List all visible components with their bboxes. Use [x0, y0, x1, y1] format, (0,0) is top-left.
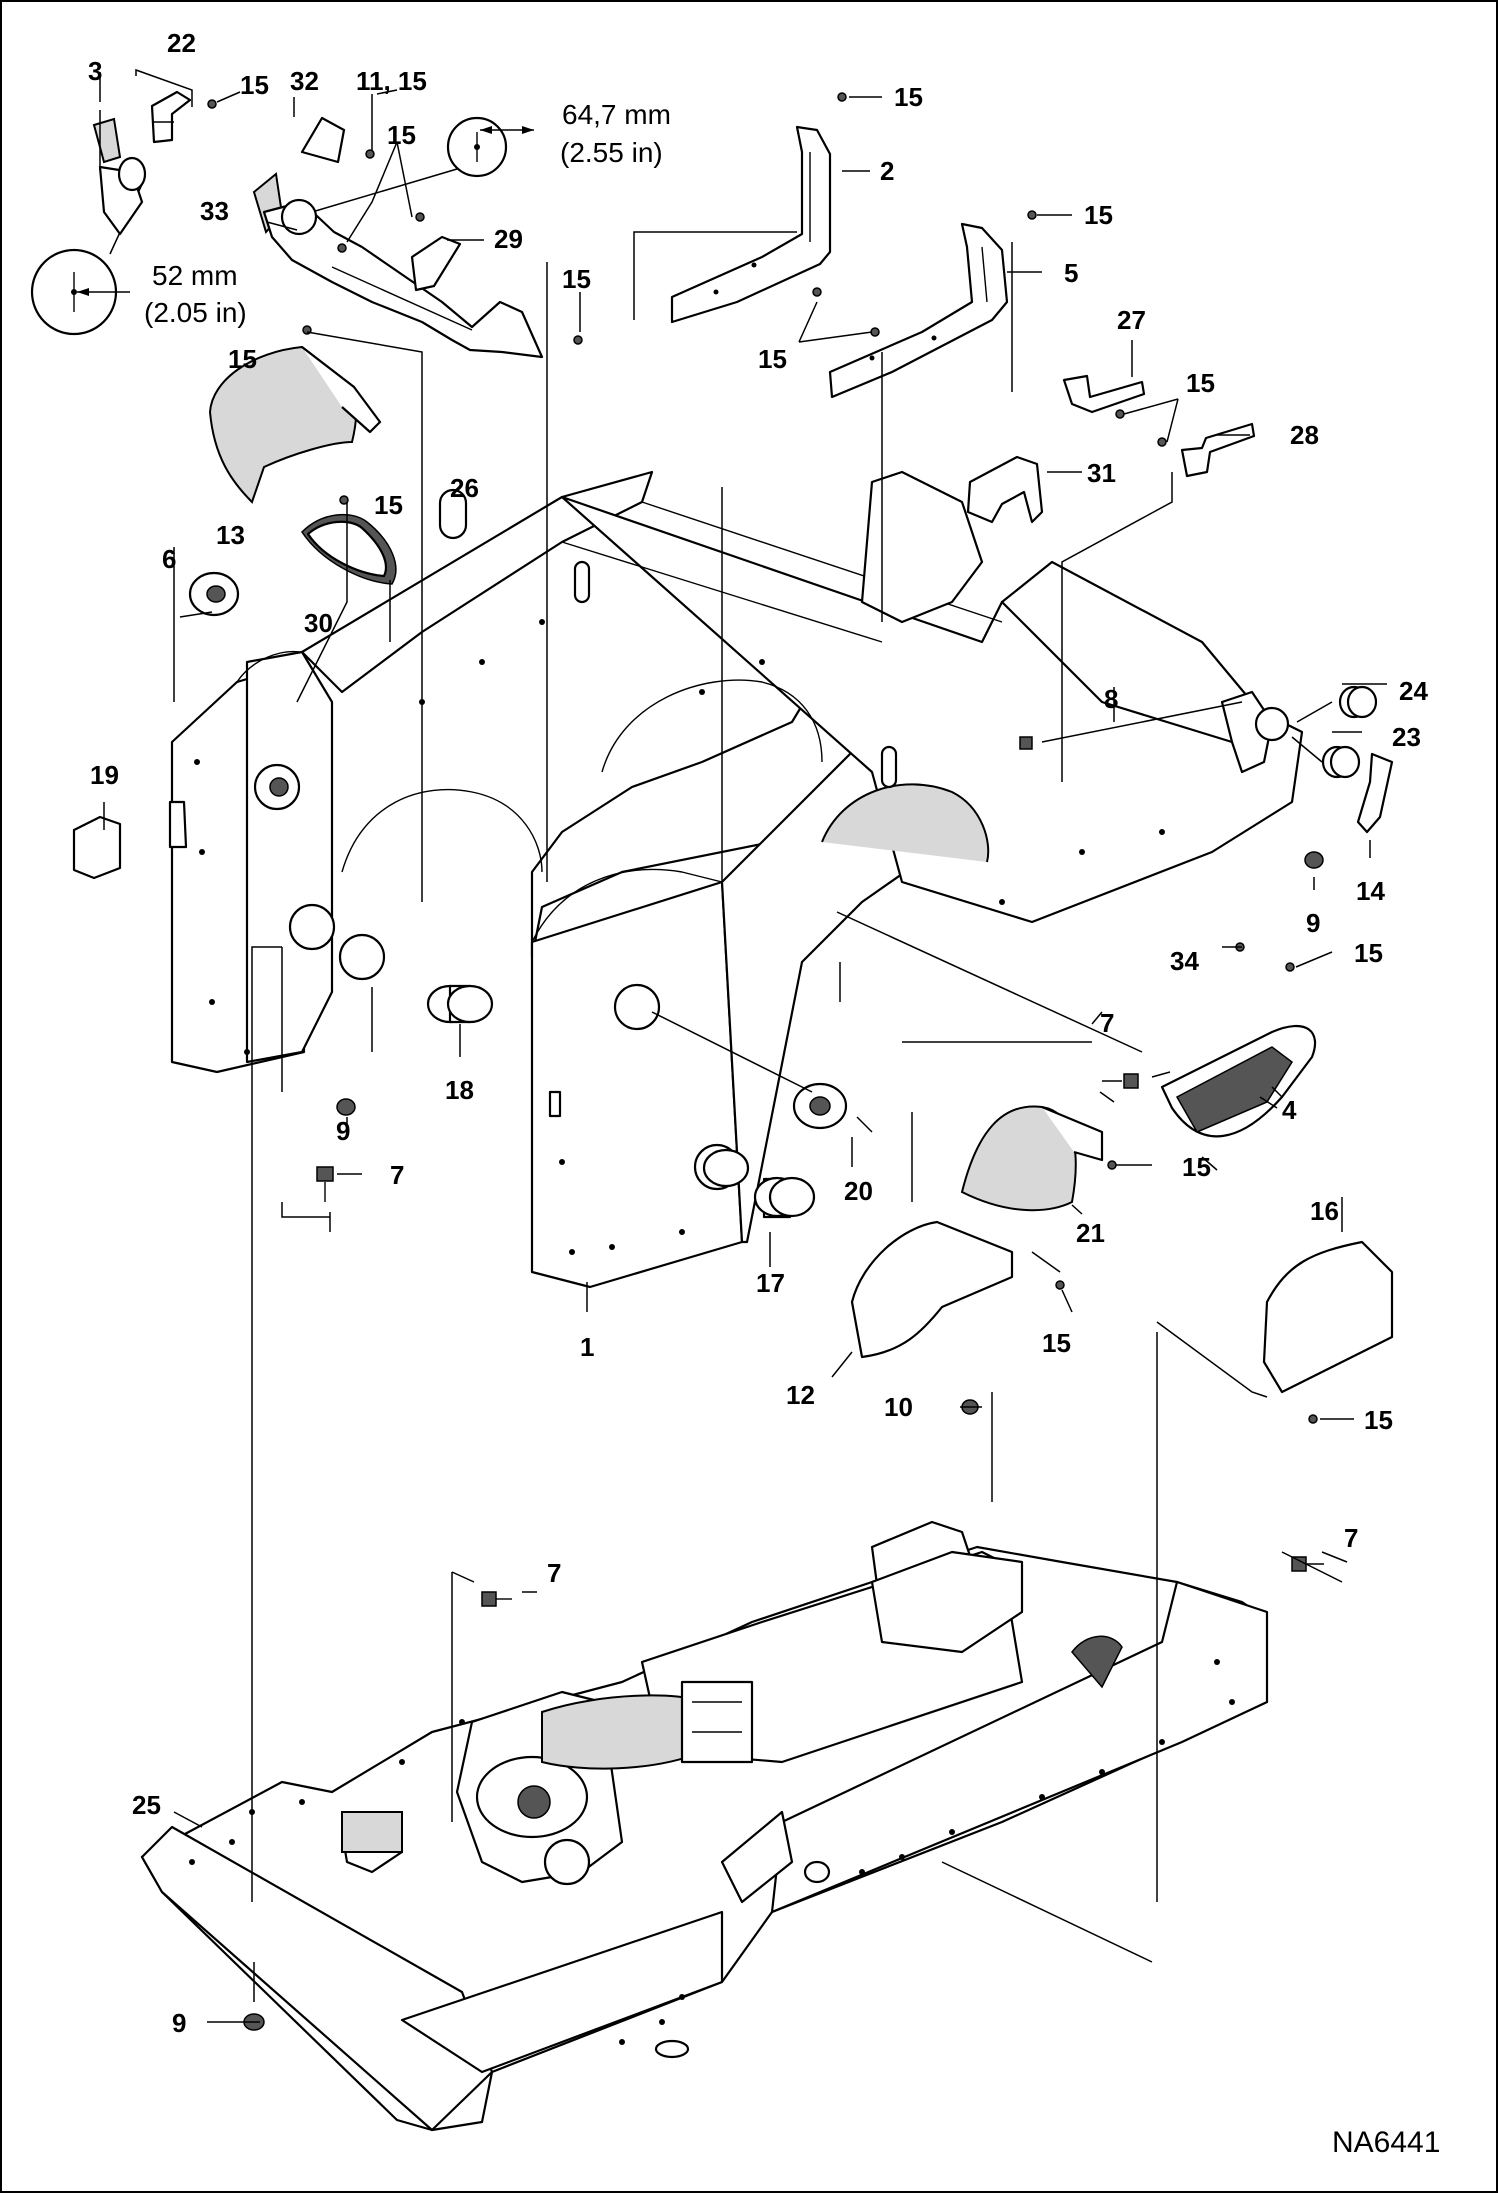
cover-30 — [301, 513, 397, 585]
callout-31: 31 — [1087, 458, 1116, 488]
panel-5 — [828, 222, 1009, 399]
callout-10: 10 — [884, 1392, 913, 1422]
callout-3: 3 — [88, 56, 102, 86]
callout-23: 23 — [1392, 722, 1421, 752]
callout-15-f: 15 — [1084, 200, 1113, 230]
callout-16: 16 — [1310, 1196, 1339, 1226]
bracket-3 — [92, 117, 147, 236]
callout-15-g: 15 — [758, 344, 787, 374]
callout-15-c: 15 — [562, 264, 591, 294]
guard-13 — [208, 345, 382, 504]
callout-28: 28 — [1290, 420, 1319, 450]
callout-18: 18 — [445, 1075, 474, 1105]
callout-25: 25 — [132, 1790, 161, 1820]
callout-5: 5 — [1064, 258, 1078, 288]
bracket-14 — [1356, 752, 1394, 834]
bushings-24-23 — [1321, 685, 1378, 779]
slot-cover-26 — [438, 488, 468, 540]
callout-15-m: 15 — [1364, 1405, 1393, 1435]
callout-29: 29 — [494, 224, 523, 254]
callout-15-j: 15 — [1354, 938, 1383, 968]
callout-13: 13 — [216, 520, 245, 550]
dim-upper-mm: 64,7 mm — [562, 99, 671, 130]
callout-34: 34 — [1170, 946, 1199, 976]
callout-15-e: 15 — [894, 82, 923, 112]
callout-labels: 22 3 15 32 11, 15 15 33 29 15 15 15 2 15… — [88, 28, 1428, 2038]
callout-12: 12 — [786, 1380, 815, 1410]
grille-4 — [1160, 1024, 1317, 1138]
callout-15-i: 15 — [374, 490, 403, 520]
callout-11-15: 11, 15 — [356, 66, 427, 96]
callout-27: 27 — [1117, 305, 1146, 335]
callout-24: 24 — [1399, 676, 1428, 706]
dim-lower-mm: 52 mm — [152, 260, 238, 291]
cover-16 — [1262, 1240, 1394, 1394]
callout-15-a: 15 — [240, 70, 269, 100]
hardware-group — [207, 92, 1324, 2031]
callout-33: 33 — [200, 196, 229, 226]
callout-15-k: 15 — [1182, 1152, 1211, 1182]
callout-9-b: 9 — [336, 1116, 350, 1146]
callout-22: 22 — [167, 28, 196, 58]
callout-20: 20 — [844, 1176, 873, 1206]
bracket-27 — [1062, 374, 1146, 414]
upper-frame-1 — [170, 470, 1304, 1289]
callout-32: 32 — [290, 66, 319, 96]
callout-26: 26 — [450, 473, 479, 503]
callout-7-c: 7 — [547, 1558, 561, 1588]
callout-4: 4 — [1282, 1095, 1297, 1125]
dim-upper-in: (2.55 in) — [560, 137, 663, 168]
bracket-31 — [966, 455, 1044, 524]
callout-7-b: 7 — [390, 1160, 404, 1190]
bushing-18 — [426, 984, 494, 1024]
callout-14: 14 — [1356, 876, 1385, 906]
bushing-20 — [792, 1082, 848, 1130]
callout-15-d: 15 — [228, 344, 257, 374]
callout-9-a: 9 — [1306, 908, 1320, 938]
callout-15-h: 15 — [1186, 368, 1215, 398]
lower-frame-25 — [140, 1520, 1269, 2132]
callout-21: 21 — [1076, 1218, 1105, 1248]
callout-2: 2 — [880, 156, 894, 186]
callout-9-c: 9 — [172, 2008, 186, 2038]
panel-33-assembly — [252, 116, 544, 359]
callout-7-d: 7 — [1344, 1523, 1358, 1553]
bracket-22 — [150, 90, 192, 144]
document-id: NA6441 — [1332, 2126, 1440, 2159]
callout-6: 6 — [162, 544, 176, 574]
callout-8: 8 — [1104, 684, 1118, 714]
bracket-19 — [72, 800, 188, 880]
callout-15-b: 15 — [387, 120, 416, 150]
callout-19: 19 — [90, 760, 119, 790]
bracket-28 — [1180, 422, 1256, 478]
leader-lines — [99, 68, 1387, 2023]
dim-lower-in: (2.05 in) — [144, 297, 247, 328]
dimension-detail-lower: 52 mm (2.05 in) — [30, 179, 247, 336]
washer-6 — [188, 571, 240, 617]
callout-30: 30 — [304, 608, 333, 638]
dimension-detail-upper: 64,7 mm (2.55 in) — [311, 99, 671, 213]
callout-1: 1 — [580, 1332, 594, 1362]
callout-15-l: 15 — [1042, 1328, 1071, 1358]
callout-17: 17 — [756, 1268, 785, 1298]
panel-2 — [670, 125, 832, 324]
bushing-17 — [702, 1148, 816, 1219]
callout-7-a: 7 — [1100, 1008, 1114, 1038]
guard-21 — [960, 1105, 1104, 1212]
guard-12 — [850, 1220, 1014, 1359]
